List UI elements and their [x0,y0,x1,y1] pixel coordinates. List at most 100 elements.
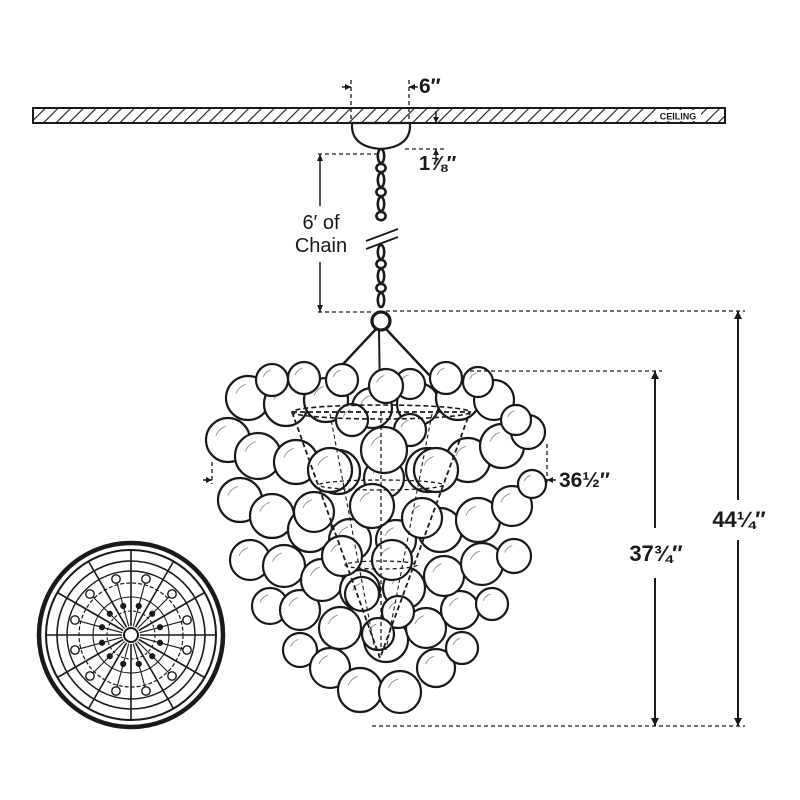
glass-ball [461,365,495,399]
ceiling-slab [32,107,726,124]
glass-ball [343,575,381,613]
glass-ball [474,586,510,622]
glass-ball-highlight [215,425,226,436]
glass-ball [490,484,534,528]
plan-globe-marker [111,574,121,584]
glass-ball [359,425,409,475]
plan-globe-marker [111,686,121,696]
glass-ball-highlight [288,597,299,607]
glass-ball [286,360,322,396]
glass-ball-highlight [500,493,511,503]
fixture-height-label: 37¾″ [629,541,683,566]
chain-break-mark-lower [365,236,399,250]
glass-ball-highlight [425,655,435,665]
glass-ball [308,646,352,690]
glass-ball [292,490,336,534]
frame-rib-left [329,413,376,651]
canopy [350,121,412,151]
glass-ball-highlight [283,447,294,458]
glass-ball-highlight [414,615,425,625]
glass-ball [367,367,405,405]
canopy-width-arrow-left [345,84,351,90]
glass-ball [324,362,360,398]
glass-ball-highlight [332,369,341,377]
glass-ball-highlight [313,385,324,396]
glass-ball [254,362,290,398]
glass-ball [499,403,533,437]
plan-inner-node [156,624,164,631]
plan-inner-node [106,610,113,617]
glass-ball-highlight [259,594,269,603]
fixture-width-label: 36½″ [559,469,610,492]
plan-inner-node [149,610,156,617]
plan-globe-marker [70,645,80,655]
glass-ball [444,630,480,666]
glass-ball-highlight [342,409,351,417]
plan-globe-marker [141,574,151,584]
overall-height-arrow-top [734,311,742,319]
plan-ring-2 [45,549,217,721]
glass-ball [400,496,444,540]
chain-link [376,291,386,309]
chain-link [376,195,386,213]
glass-ball-cluster [204,360,548,715]
ceiling-label-bg [655,110,701,121]
plan-spoke [57,638,124,678]
glass-ball-highlight [302,499,313,509]
glass-ball [348,482,396,530]
fixture-width-dimension: 36½″ [203,444,610,492]
glass-ball [495,537,533,575]
plan-inner-node [135,602,142,610]
glass-ball-highlight [452,637,461,645]
glass-ball-highlight [272,552,283,562]
glass-ball-highlight [400,419,409,427]
chain-label-line1: 6′ of [302,212,340,234]
glass-ball-highlight [470,550,481,560]
glass-ball-highlight [504,545,513,553]
canopy-width-label: 6″ [419,75,441,98]
canopy-width-dimension: 6″ [342,75,441,124]
frame-rib-right [385,413,433,651]
canopy-height-label: 1⅞″ [419,153,457,175]
glass-ball [278,588,322,632]
fixture-height-arrow-bottom [651,718,659,726]
fixture-height-arrow-top [651,371,659,379]
glass-ball-highlight [238,547,249,557]
plan-globe-marker [182,645,192,655]
plan-globe-marker [141,686,151,696]
glass-ball-highlight [376,375,385,383]
plan-globe-marker [167,589,177,599]
plan-inner-node [106,653,113,660]
chain-link [376,243,386,261]
glass-ball [336,666,384,714]
plan-spoke [88,561,128,628]
glass-ball [281,631,319,669]
glass-ball [422,554,466,598]
glass-ball-highlight [410,505,421,515]
plan-inner-node [120,602,127,610]
glass-ball-highlight [317,455,328,466]
glass-ball [320,534,364,578]
canopy-height-dimension: 1⅞″ [405,111,457,175]
plan-inner-node [135,660,142,668]
glass-ball-highlight [388,601,397,609]
canopy-width-arrow-right [409,84,415,90]
glass-ball [370,538,414,582]
fixture-height-dimension: 37¾″ [372,370,745,727]
chain-link [375,162,387,174]
plan-center-hub [123,627,139,643]
plan-spoke [88,642,128,709]
glass-ball-highlight [347,675,358,686]
fixture-width-arrow-left [206,477,212,483]
glass-ball-highlight [455,445,466,456]
chain-ring [370,310,392,332]
plan-inner-node [98,624,106,631]
chain-label-line2: Chain [295,235,347,257]
glass-ball-highlight [262,369,271,377]
glass-ball-highlight [384,527,395,537]
chain-link [375,258,387,270]
overall-height-dimension: 44¼″ [386,310,766,726]
glass-ball-highlight [352,583,361,591]
plan-globe-marker [167,671,177,681]
